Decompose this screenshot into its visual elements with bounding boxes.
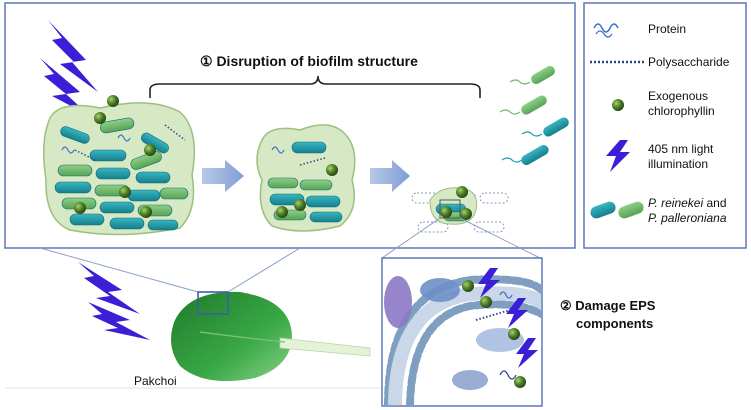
process-arrow-icon [202,160,244,192]
zoom-line [381,217,441,259]
biofilm-dispersed [411,186,509,233]
lightning-bolt-icon [606,140,630,172]
legend-light-line1: 405 nm light [648,142,714,156]
scope-brace [149,75,481,98]
step2-title-line2: components [576,316,653,331]
zoom-line [227,247,301,293]
cell-membrane [384,268,541,405]
protein-icon [593,23,619,38]
leaf-icon [171,291,371,382]
legend-light-line2: illumination [648,157,708,171]
plant-label: Pakchoi [134,374,177,388]
rod-bacteria-icon [590,201,644,219]
legend-protein-label: Protein [648,22,686,36]
biofilm-panel-frame [4,2,576,249]
light-illumination-bolt-icon [40,20,98,116]
process-arrow-icon [370,160,410,192]
legend-bacteria-line1: P. reinekei and [648,196,727,210]
step2-title-line1: ② Damage EPS [560,298,656,313]
planktonic-bacteria [499,66,569,165]
legend-chlorophyllin-line1: Exogenous [648,89,708,103]
zoom-line [39,247,199,293]
zoom-region-box [197,291,229,315]
step1-title: ① Disruption of biofilm structure [200,53,418,69]
legend-polysaccharide-label: Polysaccharide [648,55,730,69]
biofilm-intact [43,95,195,236]
legend-bacteria-line2: P. palleroniana [648,211,727,225]
chlorophyllin-icon [612,99,624,111]
legend-chlorophyllin-line2: chlorophyllin [648,104,715,118]
zoom-line [459,217,541,259]
leaf-lightning-bolt-icon [78,262,150,340]
legend-frame [583,2,747,249]
biofilm-disrupted [256,124,356,232]
